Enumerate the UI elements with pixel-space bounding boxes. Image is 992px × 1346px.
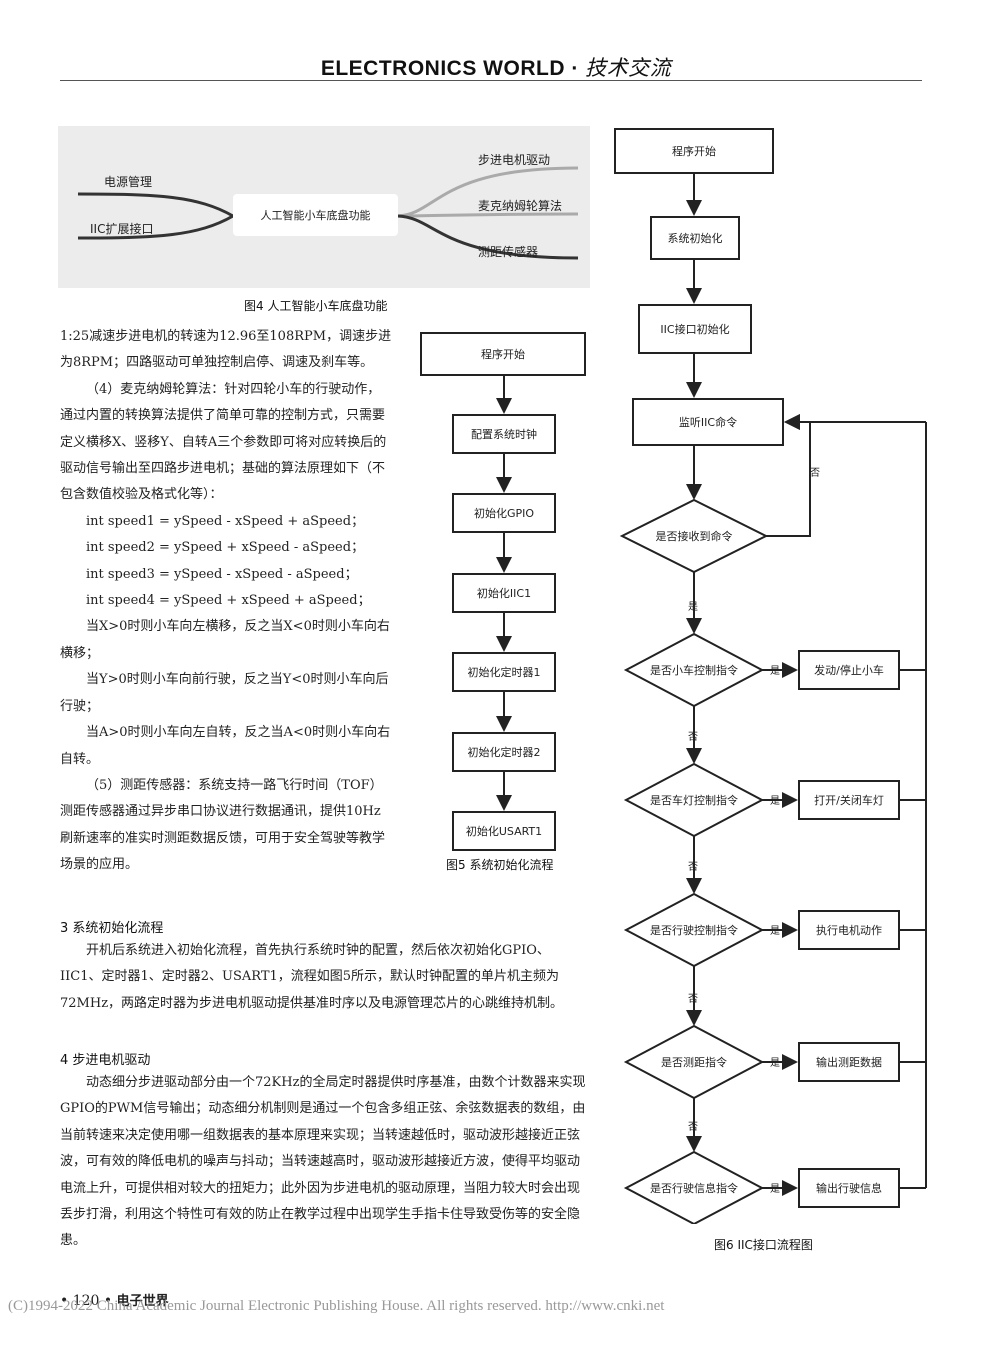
section4-title: 4 步进电机驱动: [60, 1053, 151, 1068]
figure4-mindmap: 电源管理 IIC扩展接口 人工智能小车底盘功能 步进电机驱动 麦克纳姆轮算法 测…: [58, 126, 590, 288]
code-line-1: int speed1 = ySpeed - xSpeed + aSpeed；: [86, 513, 365, 529]
fig6-yes-label-car: 是: [770, 666, 780, 677]
fig6-no-label-loop: 否: [810, 468, 820, 479]
para-tof-sensor: （5）测距传感器：系统支持一路飞行时间（TOF）测距传感器通过异步串口协议进行数…: [60, 777, 386, 873]
figure5-caption: 图5 系统初始化流程: [446, 858, 554, 872]
journal-name: ELECTRONICS WORLD: [320, 57, 565, 80]
fig6-no-label-light: 否: [688, 862, 698, 873]
fig6-no-label-drive: 否: [688, 994, 698, 1005]
figure6-flowchart: 程序开始 系统初始化 IIC接口初始化 监听IIC命令 是否接收到命令 是否小车…: [612, 124, 932, 1224]
figure4-caption: 图4 人工智能小车底盘功能: [244, 299, 388, 313]
code-line-4: int speed4 = ySpeed + xSpeed + aSpeed；: [86, 593, 371, 609]
fig6-action-car: 发动/停止小车: [798, 650, 900, 690]
fig6-decision-car: 是否小车控制指令: [650, 664, 738, 677]
para-motor-speed: 1:25减速步进电机的转速为12.96至108RPM，调速步进为8RPM；四路驱…: [60, 329, 392, 371]
section3-text: 开机后系统进入初始化流程，首先执行系统时钟的配置，然后依次初始化GPIO、IIC…: [60, 943, 564, 1011]
mindmap-right-3: 测距传感器: [478, 245, 539, 259]
page-footer: • 120 • 电子世界: [60, 1290, 169, 1309]
fig6-action-light: 打开/关闭车灯: [798, 780, 900, 820]
fig6-decision-received: 是否接收到命令: [655, 530, 733, 543]
fig6-yes-label-range: 是: [770, 1058, 780, 1069]
mindmap-left-2: IIC扩展接口: [90, 222, 154, 236]
fig6-step-iicinit: IIC接口初始化: [638, 304, 752, 354]
fig5-step-clock: 配置系统时钟: [452, 414, 556, 454]
fig5-step-start: 程序开始: [420, 332, 586, 376]
fig6-decision-light: 是否车灯控制指令: [650, 794, 738, 807]
fig6-yes-label-light: 是: [770, 796, 780, 807]
figure6-arrows: [619, 174, 927, 1224]
code-line-2: int speed2 = ySpeed + xSpeed - aSpeed；: [86, 540, 365, 556]
figure5-arrows: [496, 376, 512, 811]
para-x-rule: 当X>0时则小车向左横移，反之当X<0时则小车向右横移；: [60, 619, 390, 661]
header-separator: ·: [571, 57, 579, 80]
fig6-step-sysinit: 系统初始化: [650, 216, 740, 260]
mindmap-right-1: 步进电机驱动: [478, 153, 551, 167]
fig6-action-info: 输出行驶信息: [798, 1168, 900, 1208]
section-name: 技术交流: [585, 57, 672, 80]
page-number: • 120 •: [60, 1293, 113, 1309]
figure6-caption: 图6 IIC接口流程图: [714, 1238, 813, 1252]
figure5-flowchart: 程序开始 配置系统时钟 初始化GPIO 初始化IIC1 初始化定时器1 初始化定…: [418, 330, 590, 851]
fig6-decision-drive: 是否行驶控制指令: [650, 924, 738, 937]
fig5-step-gpio: 初始化GPIO: [452, 493, 556, 533]
para-y-rule: 当Y>0时则小车向前行驶，反之当Y<0时则小车向后行驶；: [60, 672, 389, 714]
fig5-step-timer2: 初始化定时器2: [452, 732, 556, 772]
mindmap-center: 人工智能小车底盘功能: [233, 194, 398, 236]
fig6-step-listen: 监听IIC命令: [632, 398, 784, 446]
code-line-3: int speed3 = ySpeed - xSpeed - aSpeed；: [86, 566, 358, 582]
fig5-step-timer1: 初始化定时器1: [452, 652, 556, 692]
fig6-decision-range: 是否测距指令: [661, 1056, 727, 1069]
section4-body: 动态细分步进驱动部分由一个72KHz的全局定时器提供时序基准，由数个计数器来实现…: [60, 1070, 590, 1255]
copyright-watermark: (C)1994-2022 China Academic Journal Elec…: [8, 1298, 665, 1314]
fig6-no-label-car: 否: [688, 732, 698, 743]
mindmap-left-1: 电源管理: [104, 175, 153, 189]
section3-title: 3 系统初始化流程: [60, 921, 164, 936]
fig6-yes-label-drive: 是: [770, 926, 780, 937]
para-a-rule: 当A>0时则小车向左自转，反之当A<0时则小车向右自转。: [60, 725, 391, 767]
fig6-no-label-range: 否: [688, 1122, 698, 1133]
fig6-yes-label-info: 是: [770, 1184, 780, 1195]
fig6-step-start: 程序开始: [614, 128, 774, 174]
fig6-yes-label-received: 是: [688, 602, 698, 613]
journal-header: ELECTRONICS WORLD · 技术交流: [0, 52, 992, 82]
fig5-step-usart1: 初始化USART1: [452, 811, 556, 851]
section4-text: 动态细分步进驱动部分由一个72KHz的全局定时器提供时序基准，由数个计数器来实现…: [60, 1075, 586, 1249]
fig6-decision-info: 是否行驶信息指令: [650, 1182, 738, 1195]
mindmap-right-2: 麦克纳姆轮算法: [478, 199, 563, 213]
mindmap-branches: [77, 166, 579, 260]
header-rule: [60, 80, 922, 81]
footer-journal: 电子世界: [116, 1294, 169, 1309]
para-mecanum: （4）麦克纳姆轮算法：针对四轮小车的行驶动作，通过内置的转换算法提供了简单可靠的…: [60, 381, 387, 503]
fig5-step-iic1: 初始化IIC1: [452, 573, 556, 613]
body-left-column: 1:25减速步进电机的转速为12.96至108RPM，调速步进为8RPM；四路驱…: [60, 324, 392, 879]
fig6-action-drive: 执行电机动作: [798, 910, 900, 950]
section3-body: 开机后系统进入初始化流程，首先执行系统时钟的配置，然后依次初始化GPIO、IIC…: [60, 938, 590, 1017]
fig6-action-range: 输出测距数据: [798, 1042, 900, 1082]
